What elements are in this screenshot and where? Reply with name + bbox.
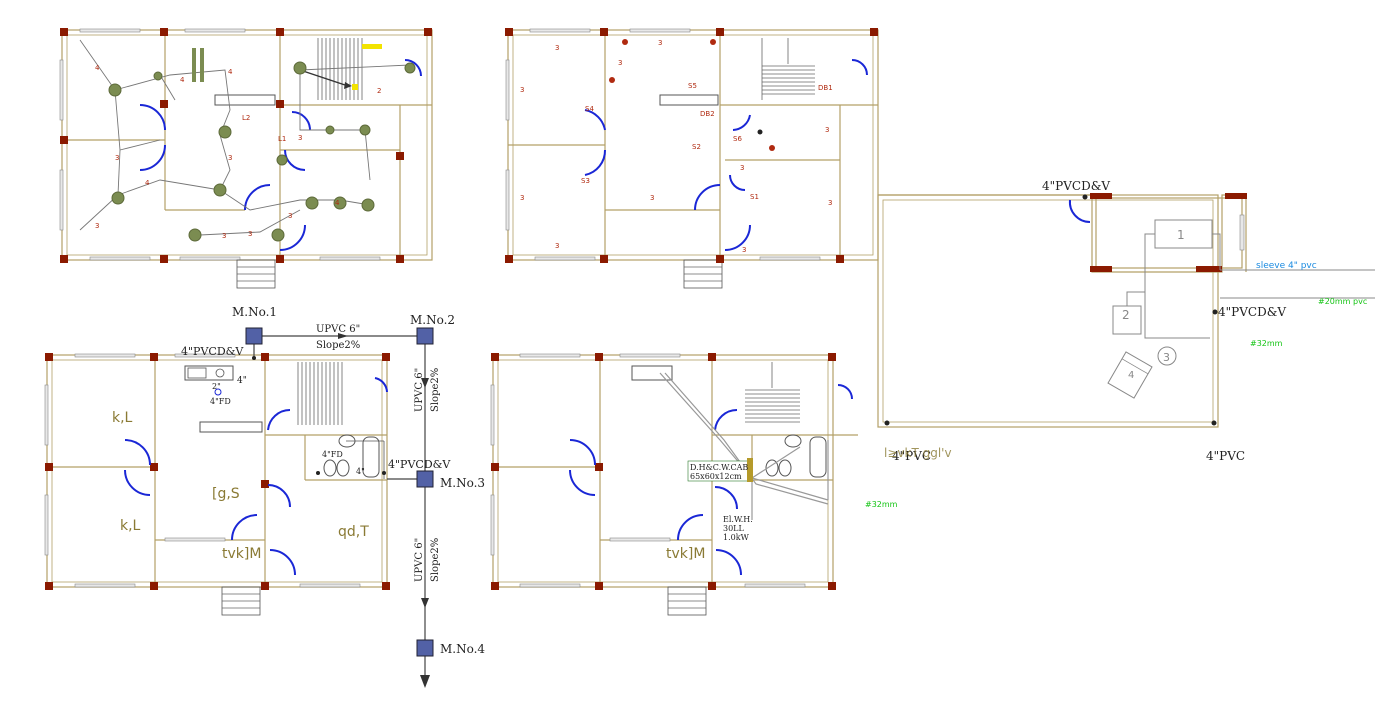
svg-text:3: 3 — [288, 212, 292, 220]
fixture-number: 3 — [1163, 351, 1170, 364]
vent-label: 4"PVCD&V — [388, 458, 451, 471]
manhole-2 — [416, 327, 434, 345]
svg-text:4: 4 — [228, 68, 233, 76]
switch-label: S1 — [750, 193, 759, 201]
svg-text:4: 4 — [145, 179, 150, 187]
pipe-size-label: 4" — [237, 376, 247, 386]
svg-text:4: 4 — [95, 64, 100, 72]
vent-label: 4"PVCD&V — [1042, 179, 1110, 193]
plan-bottom-left: M.No.1 M.No.2 M.No.3 M.No.4 UPVC 6" Slop… — [44, 305, 485, 688]
svg-text:3: 3 — [828, 199, 832, 207]
heater-capacity: 30LL — [723, 524, 744, 533]
sleeve-label: sleeve 4" pvc — [1256, 261, 1317, 271]
svg-text:3: 3 — [618, 59, 622, 67]
svg-text:3: 3 — [658, 39, 662, 47]
manhole-4 — [416, 639, 434, 657]
svg-text:3: 3 — [298, 134, 302, 142]
tank-label: l≥vkT ggl'v — [884, 446, 952, 460]
svg-text:2: 2 — [377, 87, 381, 95]
pipe-label: UPVC 6" — [414, 538, 425, 582]
light-fixtures — [108, 48, 416, 242]
manhole-3 — [416, 470, 434, 488]
pipe-size-label: #32mm — [865, 500, 898, 509]
manholes — [245, 327, 434, 657]
stairs — [297, 362, 343, 425]
plan-top-middle: S5 DB2 S4 S2 S6 S3 S1 DB1 3 3 3 3 3 3 3 … — [505, 28, 879, 289]
svg-text:3: 3 — [650, 194, 654, 202]
drainage-pipes — [253, 333, 430, 688]
fixture-number: 1 — [1177, 228, 1185, 242]
svg-text:3: 3 — [520, 86, 524, 94]
plan-right: 4"PVCD&V 4"PVCD&V sleeve 4" pvc #20mm pv… — [877, 179, 1375, 463]
switch-label: DB2 — [700, 110, 715, 118]
pipe-size-label: #32mm — [1250, 339, 1283, 348]
switch-label: DB1 — [818, 84, 833, 92]
supply-pipes — [659, 372, 829, 520]
stairs — [745, 362, 800, 423]
heater-power: 1.0kW — [723, 533, 750, 542]
pipe-size-label: 2" — [212, 382, 221, 391]
svg-text:4: 4 — [180, 76, 185, 84]
light-label: L1 — [278, 135, 286, 143]
floor-drain-label: 4"FD — [210, 397, 231, 406]
geyser-box-size: 65x60x12cm — [690, 472, 742, 481]
svg-text:3: 3 — [248, 230, 252, 238]
svg-text:3: 3 — [555, 44, 559, 52]
manhole-label: M.No.3 — [440, 476, 485, 490]
pipe-label: UPVC 6" — [414, 368, 425, 412]
room-label: k,L — [120, 518, 141, 534]
svg-text:3: 3 — [520, 194, 524, 202]
switch-label: S2 — [692, 143, 701, 151]
switch-label: S6 — [733, 135, 742, 143]
svg-text:3: 3 — [555, 242, 559, 250]
svg-text:3: 3 — [115, 154, 119, 162]
svg-text:3: 3 — [222, 232, 226, 240]
svg-text:3: 3 — [95, 222, 99, 230]
svg-text:3: 3 — [740, 164, 744, 172]
pipe-size-label: #20mm pvc — [1318, 297, 1367, 306]
geyser-box-label: D.H&C.W.CAB — [690, 463, 748, 472]
manhole-label: M.No.4 — [440, 642, 485, 656]
manhole-label: M.No.1 — [232, 305, 277, 319]
stairs — [761, 38, 815, 100]
slope-label: Slope2% — [316, 340, 360, 351]
svg-text:4: 4 — [335, 199, 340, 207]
floor-drain-label: 4"FD — [322, 450, 343, 459]
room-label: tvk]M — [222, 546, 261, 562]
manhole-label: M.No.2 — [410, 313, 455, 327]
light-label: L2 — [242, 114, 250, 122]
vent-label: 4"PVCD&V — [1218, 305, 1286, 319]
room-label: tvk]M — [666, 546, 705, 562]
room-label: k,L — [112, 410, 133, 426]
manhole-1 — [245, 327, 263, 345]
pipe-label: 4"PVC — [892, 449, 931, 463]
room-label: qd,T — [338, 524, 369, 540]
switch-label: S3 — [581, 177, 590, 185]
pipe-label: 4"PVC — [1206, 449, 1245, 463]
room-label: [g,S — [212, 486, 240, 502]
heater-label: El.W.H. — [723, 515, 753, 524]
svg-text:3: 3 — [742, 246, 746, 254]
switch-label: S5 — [688, 82, 697, 90]
fixture-number: 4 — [1128, 370, 1134, 381]
vent-label: 4"PVCD&V — [181, 345, 244, 358]
plan-bottom-middle: D.H&C.W.CAB 65x60x12cm El.W.H. 30LL 1.0k… — [490, 353, 898, 616]
pipe-size-label: 4" — [356, 467, 365, 476]
slope-label: Slope2% — [430, 368, 441, 412]
pipe-label: UPVC 6" — [316, 324, 360, 335]
switch-label: S4 — [585, 105, 594, 113]
fixture-number: 2 — [1122, 308, 1130, 322]
plan-top-left: 4 4 4 3 4 3 3 3 3 3 4 2 3 L2 L1 — [59, 28, 433, 289]
slope-label: Slope2% — [430, 538, 441, 582]
svg-text:3: 3 — [825, 126, 829, 134]
svg-text:3: 3 — [228, 154, 232, 162]
